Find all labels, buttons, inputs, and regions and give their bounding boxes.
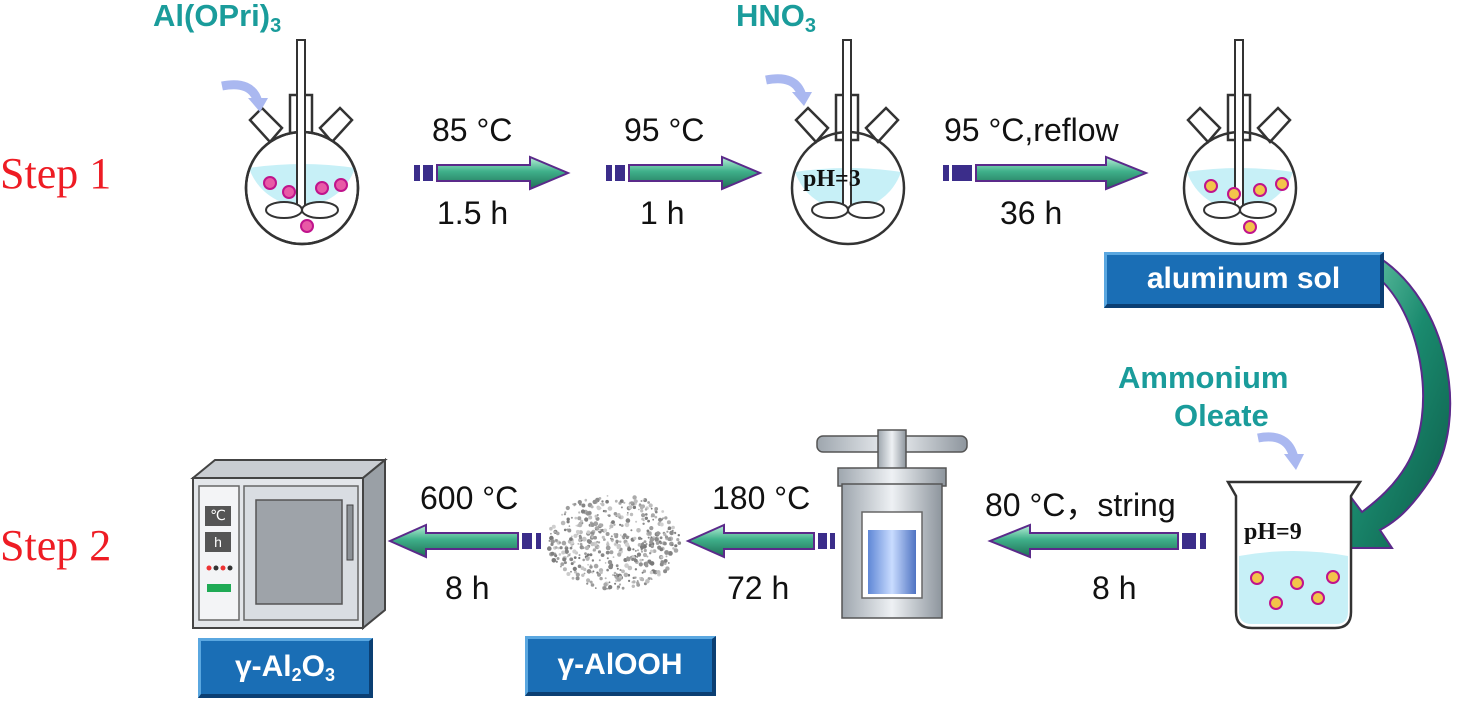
powder-icon xyxy=(547,495,682,591)
feed-arrow-icon xyxy=(248,98,268,112)
ammonium-oleate-line2: Oleate xyxy=(1174,398,1269,433)
step2-cond2-temp: 180 °C xyxy=(712,480,811,516)
step2-label: Step 2 xyxy=(0,521,112,570)
process-arrow-icon xyxy=(414,155,571,191)
process-arrow-icon xyxy=(987,523,1206,559)
step1-cond1-temp: 85 °C xyxy=(432,112,513,148)
process-arrow-icon xyxy=(606,155,763,191)
oven-time-label: h xyxy=(214,534,222,550)
oven-icon xyxy=(190,457,388,631)
alooh-box: γ-AlOOH xyxy=(525,636,716,696)
step2-cond2-time: 72 h xyxy=(727,570,790,606)
al2o3-sub2: 3 xyxy=(325,665,336,685)
aluminum-sol-box: aluminum sol xyxy=(1104,252,1384,308)
nitric-acid-reagent: HNO3 xyxy=(736,0,816,38)
step2-cond3-time: 8 h xyxy=(445,570,490,606)
step2-cond1-time: 8 h xyxy=(1092,570,1137,606)
curved-arrow-icon xyxy=(1328,253,1452,549)
alkoxide-formula: Al(OPri) xyxy=(153,0,271,33)
al2o3-part2: O xyxy=(301,650,326,683)
flask-icon xyxy=(244,39,360,246)
process-arrow-icon xyxy=(685,523,835,559)
flask-icon xyxy=(790,39,906,246)
feed-arrow-icon xyxy=(792,92,812,106)
autoclave-icon xyxy=(816,429,968,619)
alkoxide-reagent: Al(OPri)3 xyxy=(153,0,281,38)
step1-cond1-time: 1.5 h xyxy=(437,195,509,231)
feed-arrow-icon xyxy=(1284,454,1304,470)
step1-cond2-time: 1 h xyxy=(640,195,685,231)
acid-subscript: 3 xyxy=(804,15,817,37)
step1-cond3-temp: 95 °C,reflow xyxy=(944,112,1119,148)
al2o3-sub1: 2 xyxy=(291,665,302,685)
al2o3-part1: γ-Al xyxy=(234,650,292,683)
step1-cond2-temp: 95 °C xyxy=(624,112,705,148)
flask-ph-label: pH=3 xyxy=(803,166,861,192)
alkoxide-subscript: 3 xyxy=(270,15,282,37)
step2-cond3-temp: 600 °C xyxy=(420,480,519,516)
beaker-icon xyxy=(1225,480,1363,630)
beaker-ph-label: pH=9 xyxy=(1244,519,1302,545)
feed-arrow-icon xyxy=(1257,432,1299,460)
oven-temp-label: ℃ xyxy=(210,508,226,524)
acid-formula: HNO xyxy=(736,0,805,33)
step1-label: Step 1 xyxy=(0,149,112,198)
ammonium-oleate-line1: Ammonium xyxy=(1118,360,1289,395)
process-arrow-icon xyxy=(943,155,1149,191)
step1-cond3-time: 36 h xyxy=(1000,195,1063,231)
flask-icon xyxy=(1182,39,1298,246)
al2o3-box: γ-Al2O3 xyxy=(198,638,373,698)
process-arrow-icon xyxy=(387,523,541,559)
step2-cond1-temp: 80 °C，string xyxy=(985,487,1176,523)
